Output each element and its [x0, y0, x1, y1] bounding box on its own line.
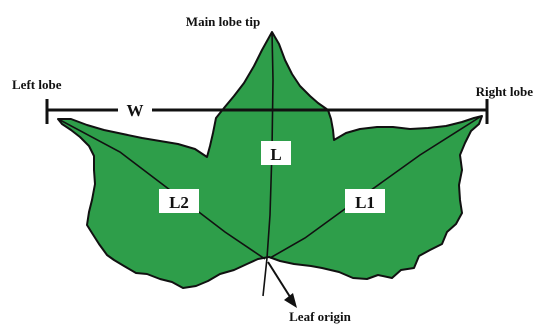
leaf-origin-label: Leaf origin: [289, 309, 352, 324]
left-lobe-label: Left lobe: [12, 77, 62, 92]
leaf-origin-arrow-shaft: [268, 262, 292, 300]
width-label: W: [127, 101, 144, 120]
right-lobe-label: Right lobe: [476, 84, 534, 99]
petiole-line: [263, 258, 267, 296]
leaf-origin-arrowhead: [284, 293, 297, 308]
length-main-label: L: [270, 145, 281, 164]
main-lobe-tip-label: Main lobe tip: [186, 14, 260, 29]
length-right-label: L1: [355, 193, 375, 212]
length-left-label: L2: [169, 193, 189, 212]
